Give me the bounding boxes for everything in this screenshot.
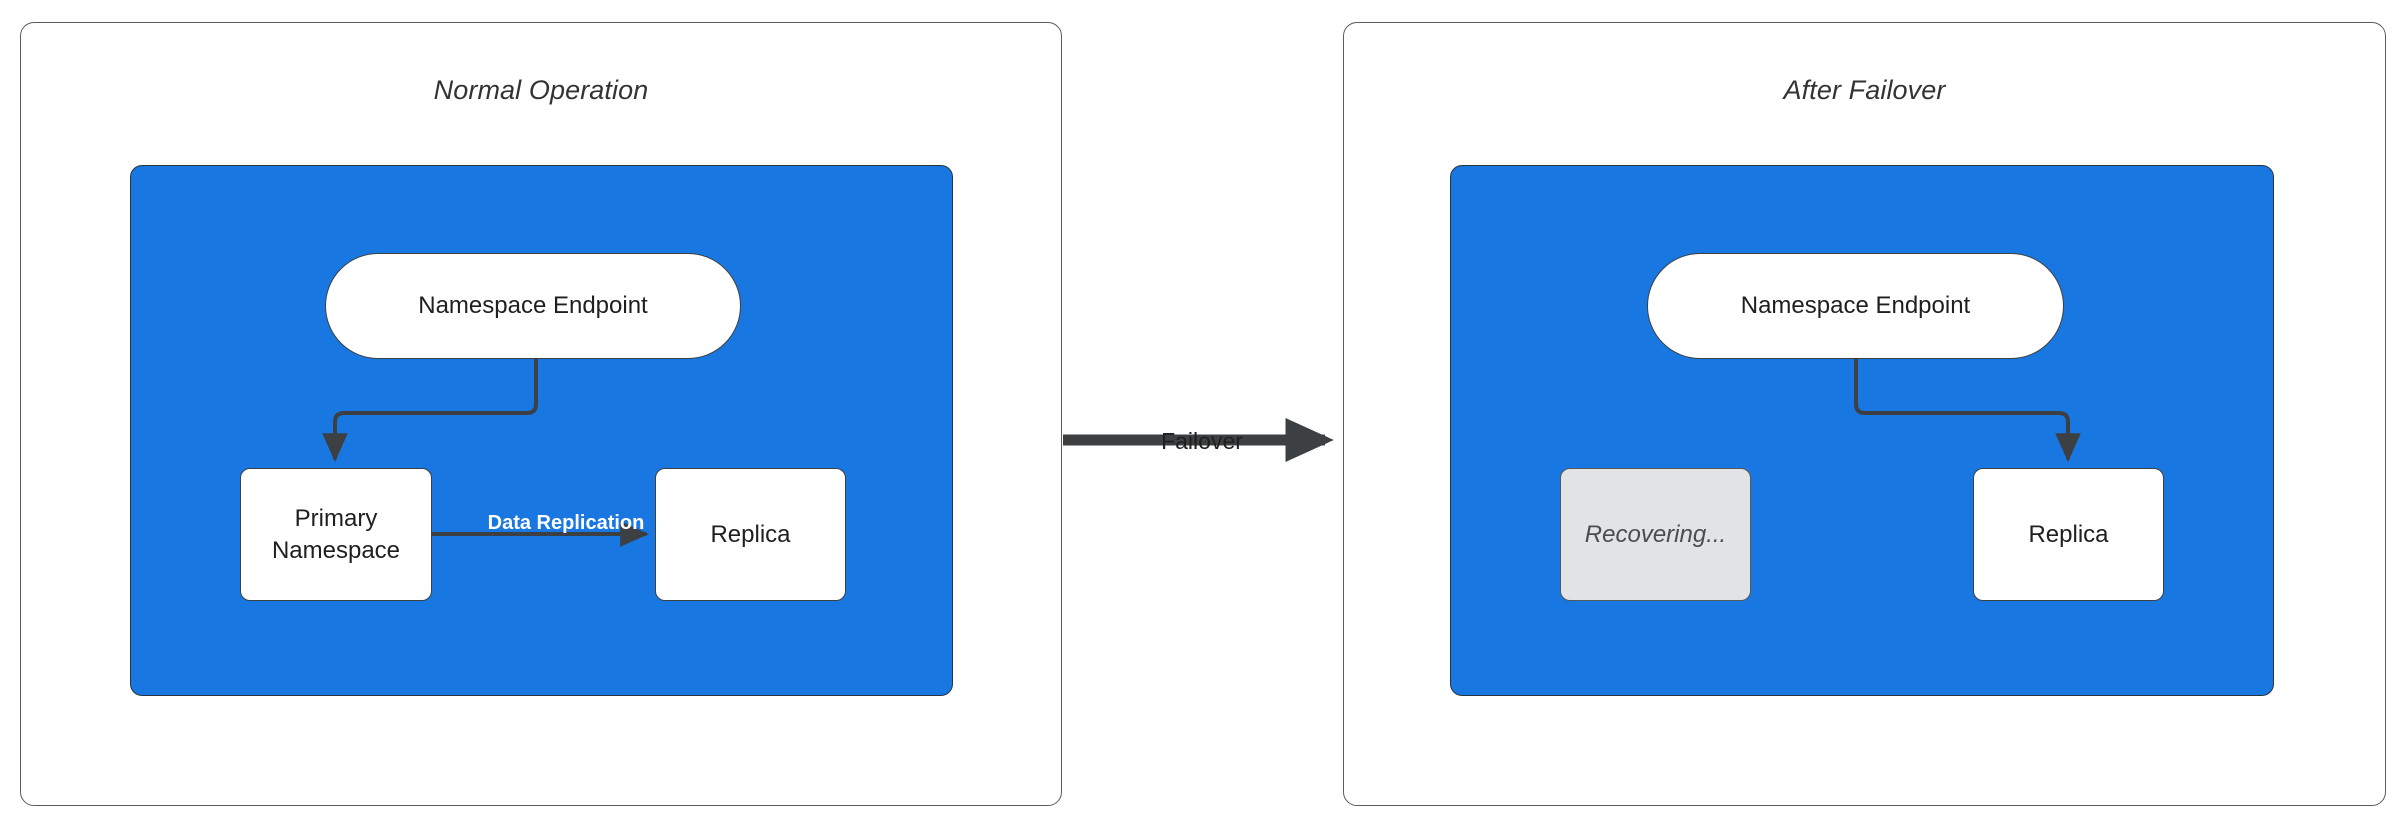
- node-replica-primary-region[interactable]: Replica: [655, 468, 846, 601]
- edge-label-failover: Failover: [1161, 428, 1243, 454]
- node-label: Replica: [2028, 520, 2109, 548]
- node-namespace-endpoint-primary[interactable]: Namespace Endpoint: [325, 253, 741, 359]
- node-label: Primary Namespace: [272, 503, 400, 565]
- node-namespace-endpoint-failover[interactable]: Namespace Endpoint: [1647, 253, 2064, 359]
- cluster-primary-region: [130, 165, 953, 696]
- edge-label-data-replication: Data Replication: [487, 512, 645, 534]
- panel-title-after-failover: After Failover: [1783, 75, 1946, 105]
- node-label: Replica: [710, 520, 791, 548]
- cluster-failover-region: [1450, 165, 2274, 696]
- node-primary-namespace[interactable]: Primary Namespace: [240, 468, 432, 601]
- node-replica-failover-region[interactable]: Replica: [1973, 468, 2164, 601]
- panel-title-normal-operation: Normal Operation: [433, 75, 649, 105]
- node-label-line2: Namespace: [271, 536, 401, 564]
- node-label-line1: Primary: [294, 505, 378, 533]
- node-label: Recovering...: [1584, 520, 1727, 548]
- node-label: Namespace Endpoint: [418, 292, 648, 320]
- node-label: Namespace Endpoint: [1740, 292, 1971, 320]
- node-recovering[interactable]: Recovering...: [1560, 468, 1751, 601]
